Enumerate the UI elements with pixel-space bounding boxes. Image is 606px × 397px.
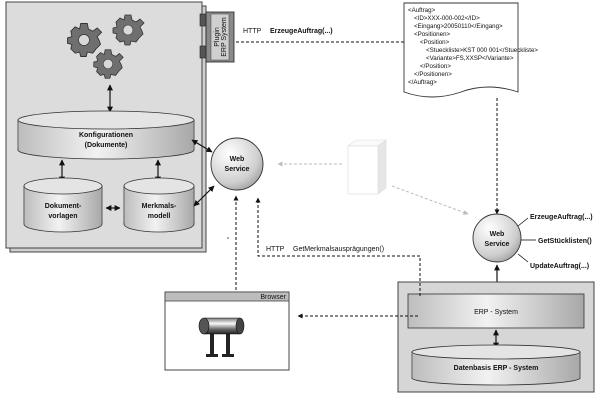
documents-cylinder: Dokument- vorlagen xyxy=(23,177,103,233)
config-cylinder: Konfigurationen (Dokumente) xyxy=(17,110,195,160)
web-service-left: Web Service xyxy=(210,137,264,191)
xml-line: <Eingang>20050110</Eingang> xyxy=(414,23,503,30)
web-service-right: Web Service xyxy=(472,213,522,263)
xml-line: </Positionen> xyxy=(414,71,452,78)
config-label-2: (Dokumente) xyxy=(85,142,128,149)
plugin-label-2: ERP System xyxy=(221,17,228,57)
config-label-1: Konfigurationen xyxy=(79,132,133,139)
ws-right-label-2: Service xyxy=(485,241,510,248)
plugin-label-1: Plugin xyxy=(214,27,221,47)
xml-line: <Positionen> xyxy=(414,31,451,38)
erp-system-box: ERP - System xyxy=(407,293,585,329)
xml-document: <Auftrag> <ID>XXX-000-002</ID> <Eingang>… xyxy=(403,2,538,98)
http-top-protocol: HTTP xyxy=(243,28,262,35)
cube-shape xyxy=(347,139,387,195)
xml-line: <Position> xyxy=(420,39,450,46)
xml-line: </Position> xyxy=(420,63,451,70)
ws-right-label-1: Web xyxy=(490,231,505,238)
browser-window: Browser xyxy=(164,291,290,371)
plugin-erp-box: Plugin ERP System xyxy=(199,11,235,63)
documents-label-2: vorlagen xyxy=(48,213,77,220)
http-mid-call: GetMerkmalsausprägungen() xyxy=(293,246,384,253)
xml-line: <ID>XXX-000-002</ID> xyxy=(414,15,480,22)
ws-method: ErzeugeAuftrag(...) xyxy=(530,214,593,221)
documents-label-1: Dokument- xyxy=(45,203,82,210)
ws-method: GetStücklisten() xyxy=(538,238,592,245)
attribute-model-cylinder: Merkmals- modell xyxy=(123,177,195,233)
xml-line: <Variante>FS,XXSP</Variante> xyxy=(426,55,514,62)
pipe-3d-model-icon xyxy=(198,317,245,357)
ws-left-label-1: Web xyxy=(230,156,245,163)
xml-line: <Stueckliste>KST 000 001</Stueckliste> xyxy=(426,47,538,54)
browser-title: Browser xyxy=(260,294,286,301)
ws-method: UpdateAuftrag(...) xyxy=(530,263,589,270)
attribute-label-1: Merkmals- xyxy=(142,203,177,210)
erp-db-label: Datenbasis ERP - System xyxy=(454,365,539,372)
ws-left-label-2: Service xyxy=(225,166,250,173)
attribute-label-2: modell xyxy=(148,213,171,220)
http-top-call: ErzeugeAuftrag(...) xyxy=(270,28,333,35)
xml-line: </Auftrag> xyxy=(408,79,437,86)
http-mid-protocol: HTTP xyxy=(266,246,285,253)
erp-system-label: ERP - System xyxy=(474,309,518,316)
erp-database-cylinder: Datenbasis ERP - System xyxy=(411,344,581,386)
xml-line: <Auftrag> xyxy=(408,7,436,14)
